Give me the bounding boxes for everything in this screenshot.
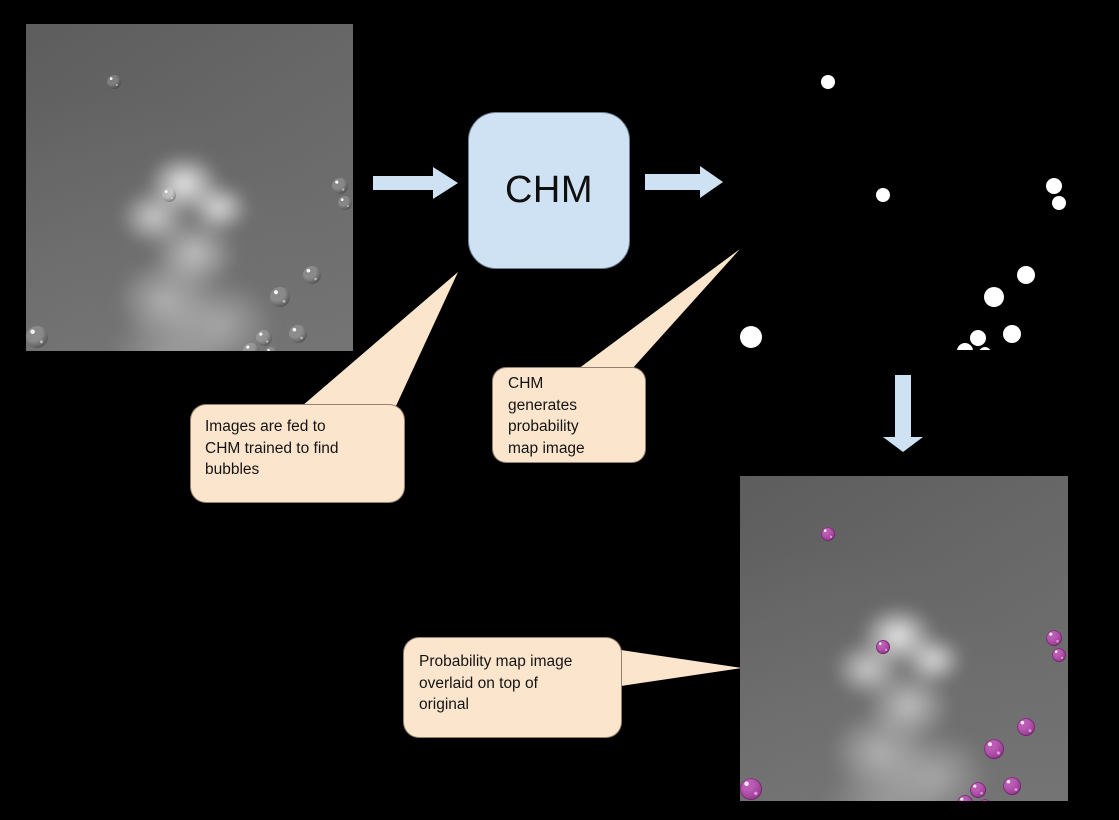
- overlay-image: [740, 476, 1068, 801]
- soap-bubble: [26, 326, 48, 348]
- detected-bubble-marker: [957, 795, 973, 801]
- probability-dot: [740, 326, 762, 348]
- soap-bubble: [332, 178, 348, 194]
- detected-bubble-marker: [1046, 630, 1062, 646]
- arrow-probmap-to-overlay: [883, 375, 923, 452]
- soap-bubble: [303, 266, 321, 284]
- probability-dot: [1052, 196, 1066, 210]
- callout-overlay: Probability map image overlaid on top of…: [403, 637, 622, 738]
- soap-bubble: [162, 188, 176, 202]
- callout-tail-overlay: [621, 650, 742, 686]
- probability-map-image: [740, 24, 1068, 350]
- probability-dot: [821, 75, 835, 89]
- probability-dot: [970, 330, 986, 346]
- probability-dot: [979, 347, 991, 350]
- callout-probmap: CHM generates probability map image: [492, 367, 646, 463]
- arrow-input-to-chm: [373, 167, 458, 199]
- probability-dot: [1017, 266, 1035, 284]
- detected-bubble-marker: [821, 527, 835, 541]
- soap-bubble: [338, 196, 352, 210]
- callout-input-text: Images are fed to CHM trained to find bu…: [205, 418, 339, 478]
- soap-bubble: [243, 343, 259, 351]
- detected-bubble-marker: [979, 799, 991, 801]
- chm-label: CHM: [504, 169, 594, 211]
- probability-dot: [1046, 178, 1062, 194]
- chm-node: CHM: [468, 112, 630, 269]
- detected-bubble-marker: [876, 640, 890, 654]
- callout-input: Images are fed to CHM trained to find bu…: [190, 404, 405, 503]
- soap-bubble: [270, 287, 290, 307]
- soap-bubble: [265, 347, 277, 351]
- soap-bubble: [107, 75, 121, 89]
- soap-bubble: [289, 325, 307, 343]
- bubble-layer: [26, 24, 353, 351]
- probability-dot: [984, 287, 1004, 307]
- detected-bubble-marker: [1003, 777, 1021, 795]
- detected-bubble-marker: [740, 778, 762, 800]
- soap-bubble: [256, 330, 272, 346]
- detected-bubble-marker: [984, 739, 1004, 759]
- cloud: [26, 24, 353, 351]
- detected-bubble-marker: [1017, 718, 1035, 736]
- callout-probmap-text: CHM generates probability map image: [508, 375, 585, 457]
- arrow-chm-to-probmap: [645, 166, 723, 198]
- callout-overlay-text: Probability map image overlaid on top of…: [419, 653, 573, 713]
- detected-bubble-marker: [1052, 648, 1066, 662]
- input-image: [26, 24, 353, 351]
- detected-bubble-marker: [970, 782, 986, 798]
- probability-dot: [876, 188, 890, 202]
- detection-overlay-layer: [740, 476, 1068, 801]
- probability-dot: [957, 343, 973, 350]
- probability-dot-layer: [740, 24, 1068, 350]
- cloud: [740, 476, 1068, 801]
- probability-dot: [1003, 325, 1021, 343]
